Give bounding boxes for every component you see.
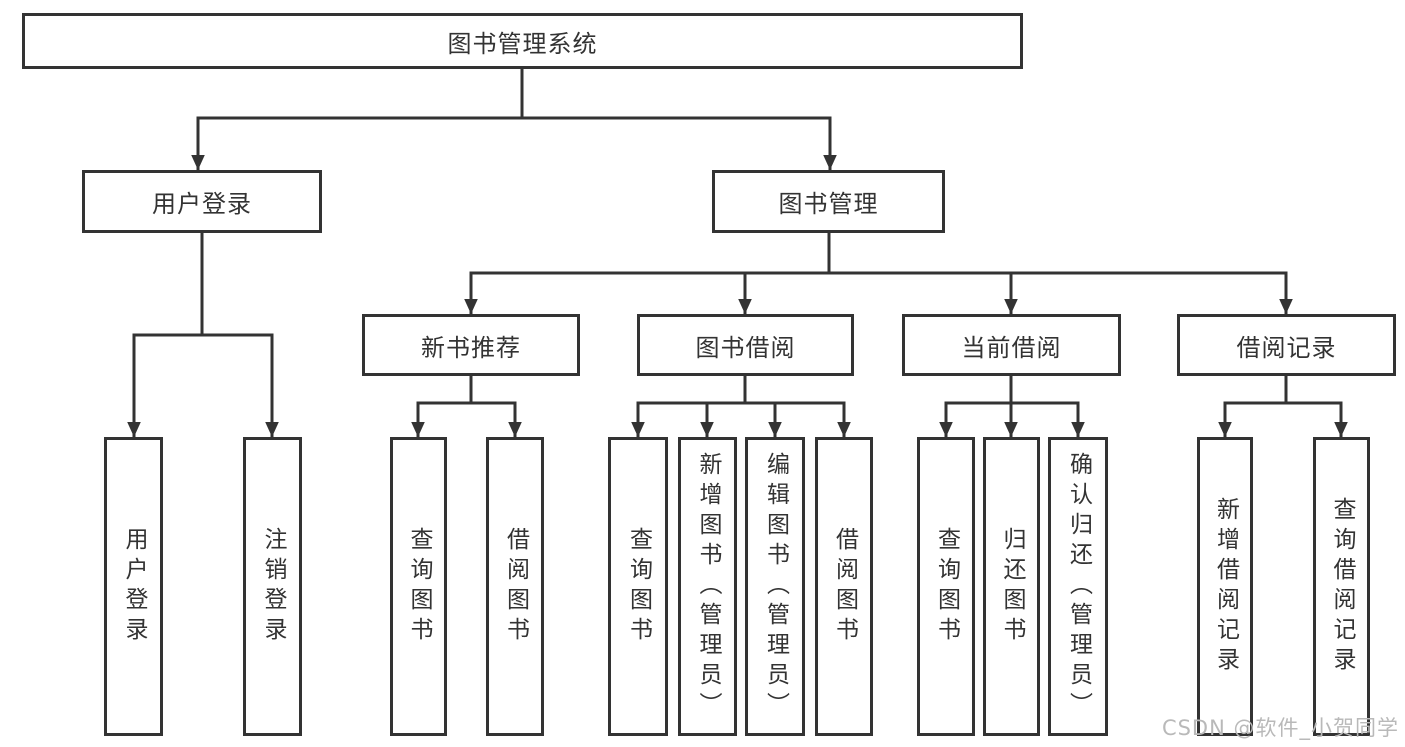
node-root: 图书管理系统 <box>22 13 1023 69</box>
leaf-confirm-return-admin: 确认归还（管理员） <box>1048 437 1108 736</box>
leaf-query-books-borrow-label: 查询图书 <box>625 526 652 647</box>
leaf-query-books-current: 查询图书 <box>917 437 975 736</box>
leaf-add-book-admin: 新增图书（管理员） <box>678 437 737 736</box>
leaf-query-borrow-record: 查询借阅记录 <box>1313 437 1370 736</box>
node-book-management-label: 图书管理 <box>778 190 879 218</box>
leaf-add-book-admin-label: 新增图书（管理员） <box>695 451 721 722</box>
node-book-borrow-label: 图书借阅 <box>695 333 796 362</box>
node-borrow-records-label: 借阅记录 <box>1236 333 1337 362</box>
leaf-query-books-current-label: 查询图书 <box>933 526 960 647</box>
node-new-book-recommend: 新书推荐 <box>362 314 580 376</box>
leaf-add-borrow-record: 新增借阅记录 <box>1197 437 1253 736</box>
leaf-return-book-label: 归还图书 <box>999 526 1025 647</box>
leaf-confirm-return-admin-label: 确认归还（管理员） <box>1065 451 1092 722</box>
node-user-login: 用户登录 <box>82 170 322 233</box>
leaf-user-login: 用户登录 <box>104 437 163 736</box>
leaf-query-books-recommend-label: 查询图书 <box>406 526 432 647</box>
node-borrow-records: 借阅记录 <box>1177 314 1396 376</box>
node-book-management: 图书管理 <box>712 170 945 233</box>
node-current-borrow: 当前借阅 <box>902 314 1121 376</box>
leaf-logout-label: 注销登录 <box>260 526 286 647</box>
leaf-borrow-books: 借阅图书 <box>815 437 873 736</box>
leaf-edit-book-admin-label: 编辑图书（管理员） <box>762 451 789 722</box>
leaf-query-borrow-record-label: 查询借阅记录 <box>1329 496 1355 677</box>
leaf-logout: 注销登录 <box>243 437 302 736</box>
leaf-user-login-label: 用户登录 <box>121 526 147 647</box>
csdn-watermark: CSDN @软件_小贺同学 <box>1161 716 1399 740</box>
node-current-borrow-label: 当前借阅 <box>961 333 1062 362</box>
leaf-borrow-books-recommend-label: 借阅图书 <box>502 526 529 647</box>
node-root-label: 图书管理系统 <box>447 29 598 58</box>
leaf-edit-book-admin: 编辑图书（管理员） <box>745 437 805 736</box>
leaf-add-borrow-record-label: 新增借阅记录 <box>1212 496 1239 677</box>
leaf-return-book: 归还图书 <box>983 437 1040 736</box>
node-new-book-recommend-label: 新书推荐 <box>421 333 521 362</box>
leaf-query-books-recommend: 查询图书 <box>390 437 447 736</box>
node-user-login-label: 用户登录 <box>152 190 252 218</box>
leaf-query-books-borrow: 查询图书 <box>608 437 668 736</box>
node-book-borrow: 图书借阅 <box>637 314 854 376</box>
leaf-borrow-books-recommend: 借阅图书 <box>486 437 544 736</box>
leaf-borrow-books-label: 借阅图书 <box>831 526 858 647</box>
